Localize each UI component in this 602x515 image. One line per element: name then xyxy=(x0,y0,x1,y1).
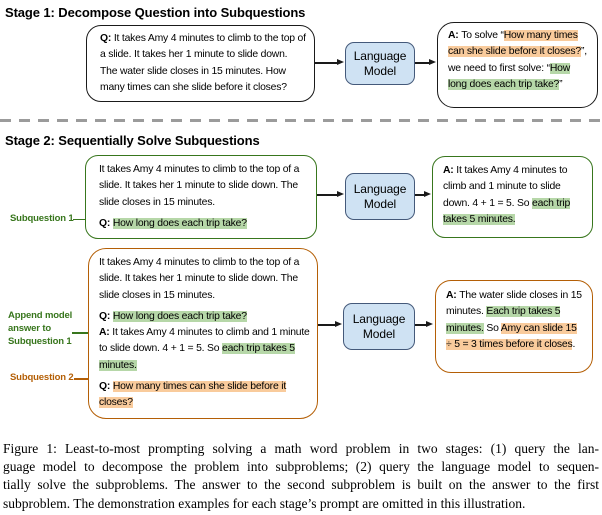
arrow-line xyxy=(415,324,427,326)
stage2-row2-answer-box: A: The water slide closes in 15 minutes.… xyxy=(435,280,593,373)
caption-line: subproblem. The demonstration examples f… xyxy=(3,495,526,511)
arrow-head xyxy=(335,321,342,328)
stage2-row1-language-model-label: Language Model xyxy=(353,182,407,211)
label-connector xyxy=(74,378,88,380)
arrow-line xyxy=(318,324,336,326)
subquestion1-text: Q: How long does each trip take? xyxy=(99,310,247,322)
stage1-language-model-box: Language Model xyxy=(345,42,415,85)
stage1-title: Stage 1: Decompose Question into Subques… xyxy=(5,5,306,20)
stage1-language-model-label: Language Model xyxy=(353,49,407,78)
stage2-title: Stage 2: Sequentially Solve Subquestions xyxy=(5,133,260,148)
subquestion2-text: Q: How many times can she slide before i… xyxy=(99,381,287,409)
subquestion-2-label: Subquestion 2 xyxy=(10,372,74,383)
stage2-row1-answer-box: A: It takes Amy 4 minutes to climb and 1… xyxy=(432,156,593,238)
stage1-answer-box: A: To solve “How many times can she slid… xyxy=(437,22,598,108)
label-connector xyxy=(72,332,88,334)
subquestion1-input-box: It takes Amy 4 minutes to climb to the t… xyxy=(85,155,317,240)
caption-line: tially solve the subproblems. The answer… xyxy=(3,477,599,493)
subquestion-1-label: Subquestion 1 xyxy=(10,213,74,224)
arrow-line xyxy=(317,194,338,196)
arrow-head xyxy=(424,191,431,198)
caption-line: guage model to decompose the problem int… xyxy=(3,459,599,475)
context-text: It takes Amy 4 minutes to climb to the t… xyxy=(99,164,300,208)
stage-divider xyxy=(0,119,602,123)
arrow-head xyxy=(337,59,344,66)
stage2-row2-language-model-box: Language Model xyxy=(343,303,415,350)
stage2-row1-language-model-box: Language Model xyxy=(345,173,415,220)
arrow-head xyxy=(426,321,433,328)
stage1-answer-text: A: To solve “How many times can she slid… xyxy=(448,30,587,90)
arrow-line xyxy=(415,62,430,64)
append-answer-label: Append model answer to Subquestion 1 xyxy=(8,310,73,347)
arrow-line xyxy=(415,194,425,196)
label-connector xyxy=(73,218,85,221)
context-text: It takes Amy 4 minutes to climb to the t… xyxy=(99,257,300,301)
arrow-line xyxy=(315,62,338,64)
stage1-question-text: Q: It takes Amy 4 minutes to climb to th… xyxy=(100,33,306,93)
stage2-row2-answer-text: A: The water slide closes in 15 minutes.… xyxy=(446,290,582,350)
caption-line: Figure 1: Least-to-most prompting solvin… xyxy=(3,441,599,456)
stage2-row2-input-box: It takes Amy 4 minutes to climb to the t… xyxy=(88,248,318,419)
figure-caption: Figure 1: Least-to-most prompting solvin… xyxy=(3,440,599,513)
arrow-head xyxy=(429,59,436,66)
appended-answer-text: A: It takes Amy 4 minutes to climb and 1… xyxy=(99,327,310,371)
stage2-row2-language-model-label: Language Model xyxy=(352,312,406,341)
stage1-question-box: Q: It takes Amy 4 minutes to climb to th… xyxy=(86,25,315,103)
subquestion1-text: Q: How long does each trip take? xyxy=(99,217,247,229)
arrow-head xyxy=(337,191,344,198)
stage2-row1-answer-text: A: It takes Amy 4 minutes to climb and 1… xyxy=(443,165,571,225)
